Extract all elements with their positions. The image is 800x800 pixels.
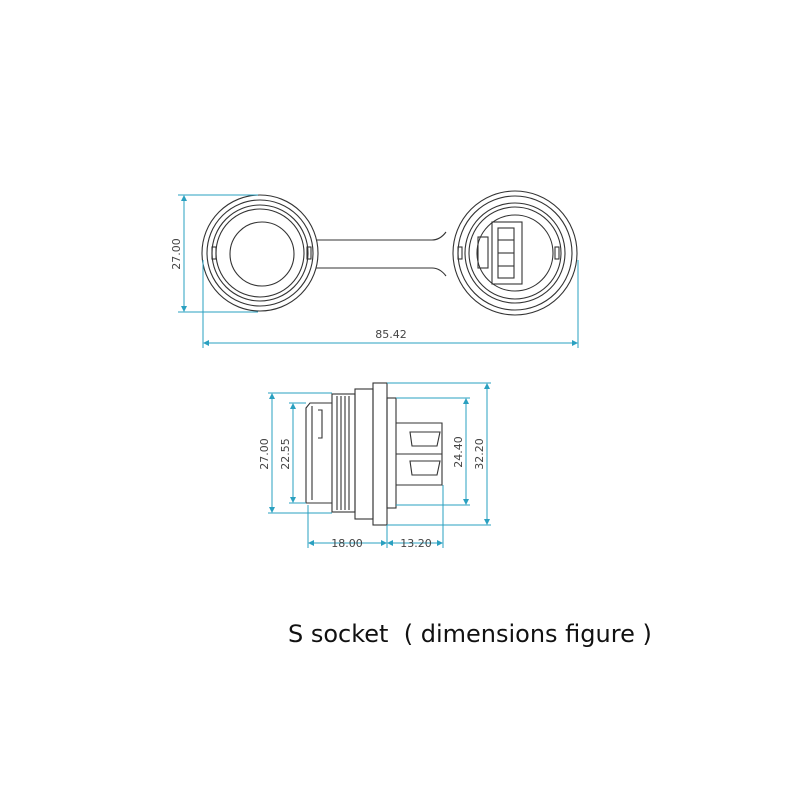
body-height-dimension: 24.40 xyxy=(396,397,470,506)
thread-height-label: 27.00 xyxy=(258,438,271,470)
cap-profile xyxy=(305,402,332,504)
length-label: 85.42 xyxy=(375,328,407,341)
thread-height-dimension: 27.00 xyxy=(258,392,332,514)
figure-caption: S socket ( dimensions figure ) xyxy=(288,620,652,648)
body-height-label: 24.40 xyxy=(452,436,465,468)
rear-depth-label: 13.20 xyxy=(400,537,432,550)
height-dimension: 27.00 xyxy=(170,194,258,313)
flange xyxy=(372,382,388,526)
lanyard-strap xyxy=(316,231,447,277)
usb-body xyxy=(396,422,443,486)
front-view: 27.00 85.42 xyxy=(170,190,579,348)
cap-height-label: 22.55 xyxy=(279,438,292,470)
usb-socket xyxy=(452,190,578,316)
side-view: 27.00 22.55 24.40 32.20 18.00 13 xyxy=(258,382,491,550)
depth-dimensions: 18.00 13.20 xyxy=(307,485,444,550)
length-dimension: 85.42 xyxy=(202,260,579,348)
front-depth-label: 18.00 xyxy=(331,537,363,550)
dust-cap xyxy=(201,194,319,312)
height-label: 27.00 xyxy=(170,238,183,270)
cap-height-dimension: 22.55 xyxy=(279,402,306,504)
thread xyxy=(331,393,356,513)
flange-height-dimension: 32.20 xyxy=(387,382,491,526)
flange-height-label: 32.20 xyxy=(473,438,486,470)
